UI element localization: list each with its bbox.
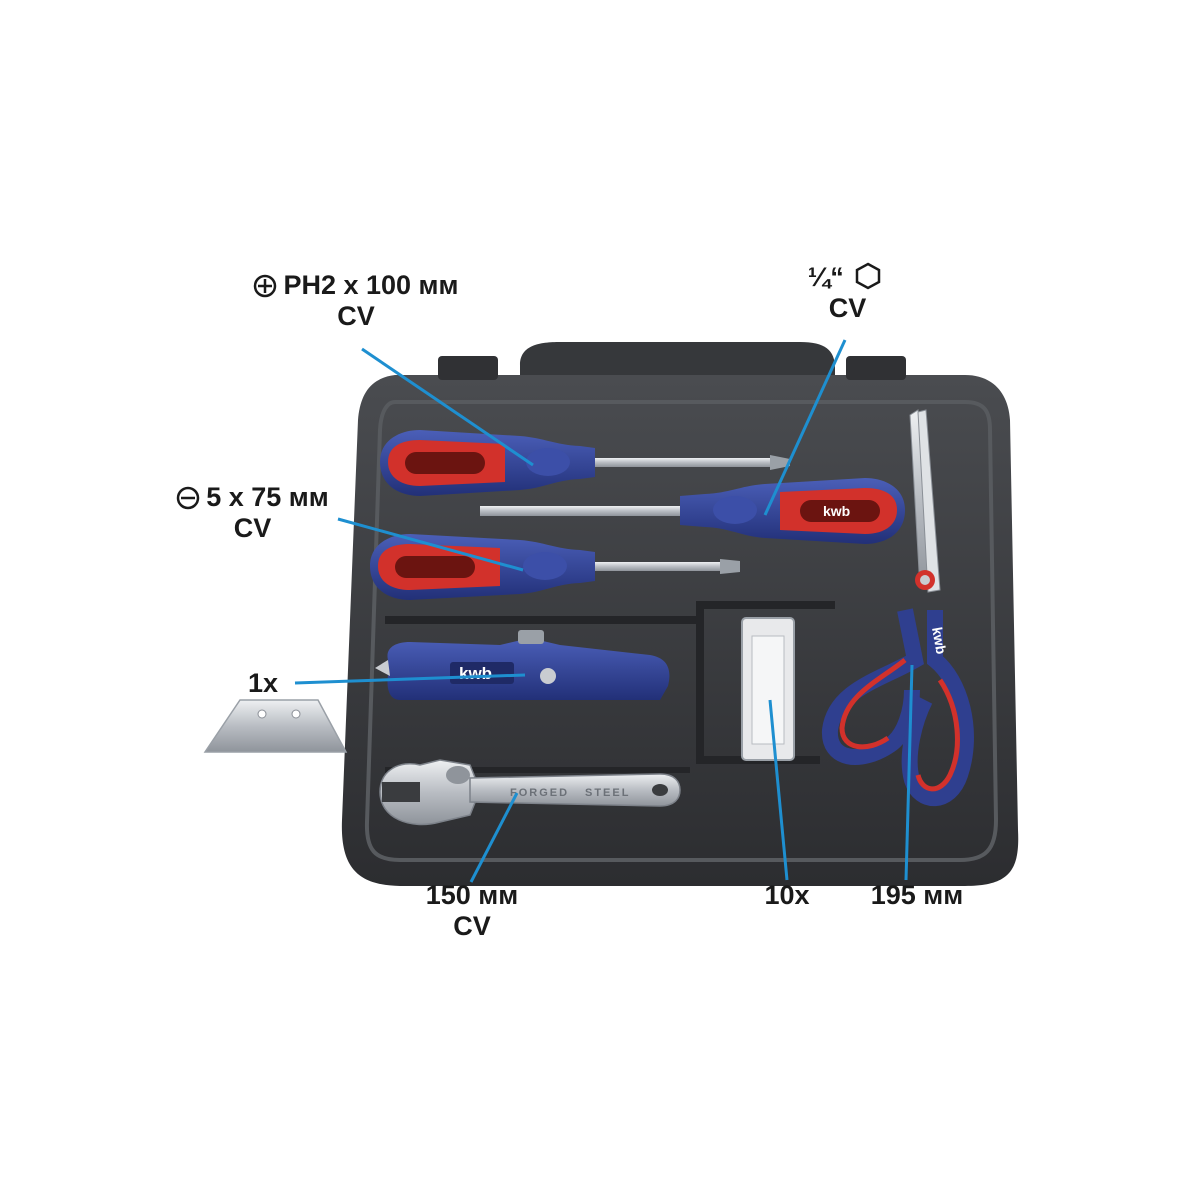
phillips-icon — [254, 274, 277, 298]
knife-blade-tip — [375, 660, 390, 676]
hex-size: ¼“ — [807, 262, 844, 292]
wrench-engraving-steel: STEEL — [585, 787, 630, 799]
label-hex: ¼“ CV — [800, 262, 895, 324]
scissors-handle-right-red — [915, 678, 960, 792]
case-inner-edge — [364, 400, 999, 862]
tip — [770, 455, 790, 470]
tip — [720, 559, 740, 574]
blade-pack — [741, 617, 795, 761]
spare-blade-hole — [291, 709, 301, 719]
callout-line-scissors — [904, 664, 914, 881]
blades-quantity: 10x — [764, 880, 810, 910]
shaft — [590, 562, 720, 571]
slotted-material: CV — [233, 513, 272, 543]
callout-line-hex — [763, 339, 847, 516]
knife-body — [387, 638, 670, 700]
phillips-material: CV — [337, 301, 375, 331]
wrench-material: CV — [453, 911, 491, 941]
handle-window — [395, 556, 475, 578]
scissors-handle-left-red — [839, 658, 907, 750]
label-blades: 10x — [752, 880, 822, 911]
utility-knife: kwb — [375, 630, 670, 700]
case-latch-right — [846, 356, 906, 380]
hexagon-icon — [856, 262, 881, 290]
case-latch-left — [438, 356, 498, 380]
scissors: kwb — [822, 409, 974, 807]
kwb-logo: kwb — [459, 664, 492, 683]
wrench-handle — [469, 773, 681, 807]
knife-quantity: 1x — [248, 668, 279, 698]
wrench-engraving-forged: FORGED — [510, 787, 569, 799]
hex-screwdriver: kwb — [480, 478, 905, 544]
wrench-worm — [446, 766, 470, 784]
callout-line-blades — [768, 699, 789, 881]
scissors-handle-right — [901, 610, 974, 807]
case-handle — [520, 342, 835, 395]
handle-window — [800, 500, 880, 522]
slotted-size: 5 x 75 мм — [206, 482, 329, 512]
handle-grip — [713, 496, 757, 524]
callout-line-knife — [294, 673, 526, 685]
label-wrench: 150 мм CV — [412, 880, 532, 942]
adjustable-wrench: FORGED STEEL — [379, 759, 681, 826]
wrench-hang-hole — [652, 784, 668, 796]
spare-blade-hole — [257, 709, 267, 719]
callout-line-wrench — [469, 792, 519, 883]
shaft — [590, 458, 770, 467]
blade-pack-window — [751, 635, 785, 745]
scissors-size: 195 мм — [870, 880, 964, 910]
case-partition — [385, 601, 835, 624]
callout-line-slotted — [337, 517, 524, 572]
slotted-icon — [176, 486, 200, 510]
scissors-pivot-center — [920, 575, 930, 585]
knife-screw — [540, 668, 556, 684]
label-knife: 1x — [248, 668, 294, 699]
label-phillips: PH2 x 100 мм CV — [242, 270, 470, 332]
kwb-logo: kwb — [929, 626, 949, 656]
scissors-blade-right — [917, 409, 941, 593]
wrench-size: 150 мм — [425, 880, 519, 910]
spare-blade — [203, 699, 348, 753]
handle-window — [405, 452, 485, 474]
phillips-size: PH2 x 100 мм — [283, 270, 459, 300]
kwb-logo: kwb — [823, 503, 850, 519]
label-slotted: 5 x 75 мм CV — [165, 482, 340, 544]
callout-line-phillips — [361, 347, 534, 467]
handle-grip — [526, 448, 570, 476]
hex-material: CV — [828, 293, 867, 323]
handle-grip — [523, 552, 567, 580]
label-scissors: 195 мм — [862, 880, 972, 911]
phillips-screwdriver — [380, 430, 790, 496]
shaft — [480, 506, 680, 516]
wrench-jaw-gap — [382, 782, 420, 802]
callout-lines — [294, 339, 914, 883]
knife-slider — [518, 630, 544, 644]
